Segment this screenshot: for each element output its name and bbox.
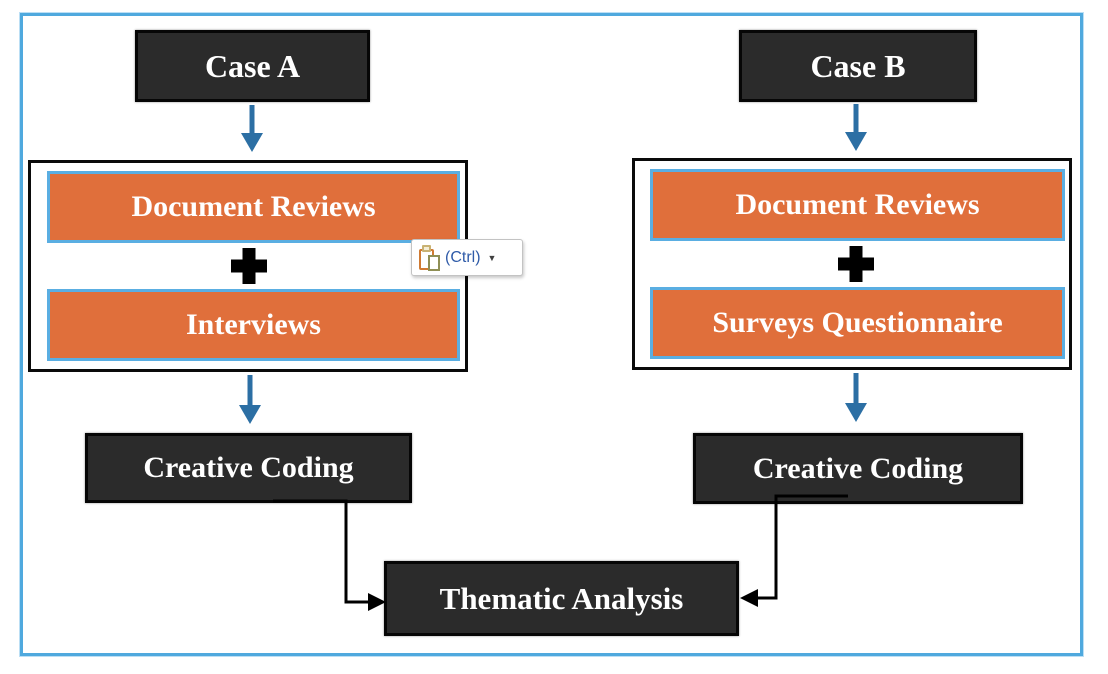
creative-coding-a-box: Creative Coding (85, 433, 412, 503)
creative-coding-b-label: Creative Coding (752, 451, 964, 485)
document-reviews-a-label: Document Reviews (131, 190, 376, 223)
case-a-box: Case A (135, 30, 370, 102)
case-b-box: Case B (739, 30, 977, 102)
diagram-outer-border (20, 13, 1083, 656)
surveys-questionnaire-box: Surveys Questionnaire (650, 287, 1065, 359)
plus-icon (231, 248, 267, 284)
thematic-analysis-box: Thematic Analysis (384, 561, 739, 636)
creative-coding-a-label: Creative Coding (143, 451, 354, 484)
thematic-analysis-label: Thematic Analysis (439, 580, 684, 616)
document-reviews-b-label: Document Reviews (735, 188, 980, 221)
surveys-questionnaire-label: Surveys Questionnaire (712, 306, 1003, 339)
paste-options-dropdown-icon[interactable]: ▼ (487, 252, 497, 263)
paste-options-button[interactable]: (Ctrl) ▼ (411, 239, 523, 276)
interviews-box: Interviews (47, 289, 460, 361)
case-a-label: Case A (204, 47, 301, 84)
plus-icon (838, 246, 874, 282)
clipboard-paste-icon (419, 244, 440, 271)
case-b-label: Case B (810, 47, 906, 84)
document-reviews-b-box: Document Reviews (650, 169, 1065, 241)
paste-options-label: (Ctrl) (445, 248, 481, 266)
document-reviews-a-box: Document Reviews (47, 171, 460, 243)
creative-coding-b-box: Creative Coding (693, 433, 1023, 504)
interviews-label: Interviews (186, 308, 321, 341)
